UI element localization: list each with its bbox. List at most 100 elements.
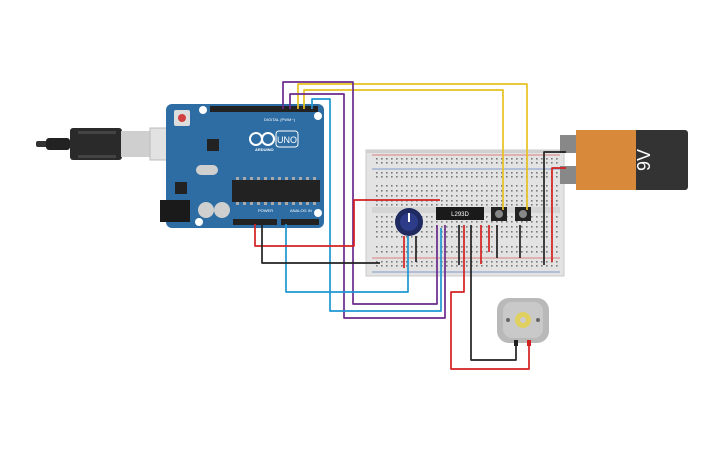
breadboard-hole [511, 158, 513, 160]
breadboard-hole [516, 195, 518, 197]
breadboard-hole [506, 246, 508, 248]
breadboard-hole [446, 190, 448, 192]
breadboard-hole [406, 261, 408, 263]
breadboard-hole [446, 221, 448, 223]
breadboard-hole [546, 251, 548, 253]
breadboard-hole [506, 185, 508, 187]
wire-red-5v[interactable] [254, 199, 440, 247]
breadboard-hole [456, 195, 458, 197]
wire-red-battery[interactable] [551, 167, 566, 262]
breadboard-hole [556, 195, 558, 197]
breadboard-hole [556, 226, 558, 228]
breadboard-hole [521, 185, 523, 187]
breadboard-hole [541, 158, 543, 160]
breadboard-hole [536, 231, 538, 233]
breadboard-hole [456, 265, 458, 267]
breadboard-hole [401, 265, 403, 267]
breadboard-hole [461, 176, 463, 178]
breadboard-hole [431, 265, 433, 267]
wire-blue-2[interactable] [285, 224, 409, 293]
breadboard-hole [546, 216, 548, 218]
breadboard-hole [466, 236, 468, 238]
digital-header[interactable] [210, 106, 318, 112]
push-button-1[interactable] [491, 207, 507, 221]
breadboard-hole [516, 251, 518, 253]
breadboard-hole [396, 246, 398, 248]
breadboard-hole [486, 251, 488, 253]
dc-motor[interactable] [497, 298, 549, 346]
breadboard-hole [491, 195, 493, 197]
breadboard-hole [396, 162, 398, 164]
breadboard-hole [391, 162, 393, 164]
breadboard-hole [386, 251, 388, 253]
l293d-chip[interactable]: L293D [436, 207, 484, 220]
breadboard-hole [501, 204, 503, 206]
breadboard-hole [401, 204, 403, 206]
push-button-2[interactable] [515, 207, 531, 221]
breadboard-hole [431, 195, 433, 197]
breadboard-hole [466, 176, 468, 178]
breadboard-hole [491, 190, 493, 192]
wire-black-battery[interactable] [543, 151, 566, 265]
wire-yellow-2[interactable] [297, 83, 528, 210]
breadboard-hole [471, 221, 473, 223]
breadboard-hole [421, 195, 423, 197]
analog-header[interactable] [281, 219, 319, 225]
breadboard-hole [421, 176, 423, 178]
breadboard-hole [411, 246, 413, 248]
breadboard-hole [506, 200, 508, 202]
breadboard-hole [401, 162, 403, 164]
breadboard-hole [416, 265, 418, 267]
breadboard-hole [471, 158, 473, 160]
breadboard-hole [481, 176, 483, 178]
breadboard-hole [411, 195, 413, 197]
breadboard-hole [461, 231, 463, 233]
breadboard-hole [391, 172, 393, 174]
breadboard-hole [386, 162, 388, 164]
wire-blue-1[interactable] [311, 98, 442, 312]
arduino-board[interactable]: UNO ARDUINO DIGITAL (PWM~) POWER ANALOG … [160, 104, 324, 228]
breadboard-hole [481, 204, 483, 206]
breadboard-hole [531, 176, 533, 178]
breadboard-hole [536, 221, 538, 223]
wire-black-gnd[interactable] [261, 224, 380, 264]
breadboard-hole [466, 251, 468, 253]
breadboard-hole [536, 236, 538, 238]
breadboard-hole [431, 216, 433, 218]
power-header[interactable] [233, 219, 277, 225]
breadboard-hole [441, 195, 443, 197]
breadboard-hole [491, 236, 493, 238]
breadboard-hole [546, 246, 548, 248]
potentiometer[interactable] [395, 208, 423, 236]
breadboard-hole [496, 265, 498, 267]
breadboard-hole [421, 162, 423, 164]
breadboard-hole [511, 231, 513, 233]
wire-purple-2[interactable] [289, 93, 446, 319]
breadboard-hole [501, 231, 503, 233]
breadboard-hole [441, 190, 443, 192]
breadboard-hole [546, 231, 548, 233]
breadboard-hole [516, 158, 518, 160]
breadboard-hole [401, 190, 403, 192]
wire-black-motor[interactable] [470, 225, 517, 361]
breadboard-hole [441, 185, 443, 187]
breadboard-hole [401, 172, 403, 174]
breadboard-hole [431, 190, 433, 192]
breadboard-hole [401, 176, 403, 178]
breadboard-hole [496, 200, 498, 202]
breadboard-hole [476, 261, 478, 263]
breadboard-hole [476, 221, 478, 223]
wire-yellow-1[interactable] [303, 89, 504, 210]
breadboard-hole [381, 216, 383, 218]
breadboard-hole [391, 226, 393, 228]
wire-purple-1[interactable] [282, 81, 438, 305]
breadboard-hole [531, 251, 533, 253]
wire-red-motor[interactable] [450, 225, 530, 370]
breadboard-hole [376, 204, 378, 206]
usb-cable[interactable] [36, 127, 187, 161]
battery-9v[interactable]: 9V [560, 130, 688, 190]
breadboard-hole [501, 261, 503, 263]
breadboard-hole [431, 246, 433, 248]
breadboard-hole [416, 195, 418, 197]
